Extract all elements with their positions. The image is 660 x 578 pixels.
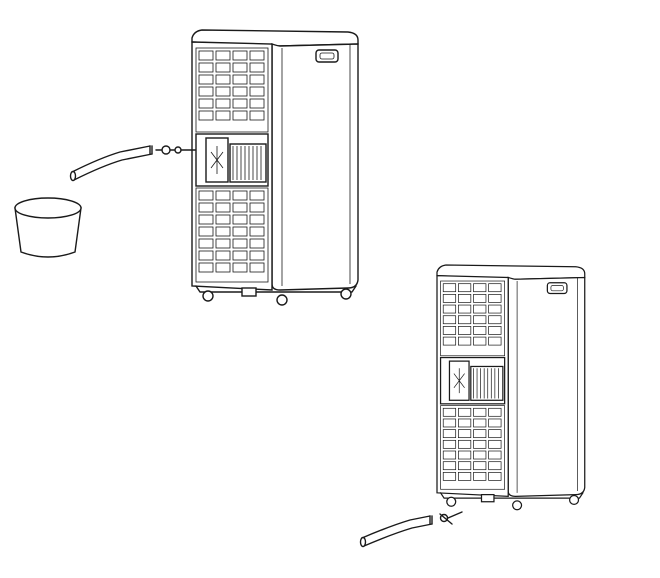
- air-conditioner-unit-1: [191, 29, 359, 306]
- water-container: [14, 197, 82, 258]
- drain-hose-2: [359, 515, 433, 548]
- drain-plug-2: [439, 511, 463, 525]
- air-conditioner-unit-2: [436, 264, 586, 511]
- drain-plug-1: [161, 145, 196, 155]
- drain-hose-1: [69, 145, 177, 182]
